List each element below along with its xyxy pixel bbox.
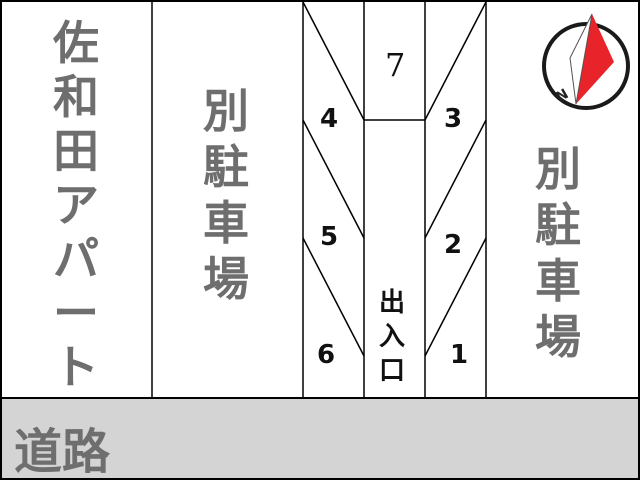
space-2-number: 2 bbox=[444, 230, 463, 260]
separate-parking-left-label: 別 駐 車 場 bbox=[203, 84, 249, 306]
stall-line-right-1 bbox=[424, 1, 487, 121]
space-3-number: 3 bbox=[444, 104, 463, 134]
space-5-number: 5 bbox=[320, 222, 339, 252]
space-4-number: 4 bbox=[320, 104, 339, 134]
stall-line-left-2 bbox=[302, 119, 365, 239]
compass-icon: N bbox=[542, 13, 630, 110]
entrance-label: 出 入 口 bbox=[378, 288, 405, 386]
stall-line-left-3 bbox=[302, 237, 365, 357]
apartment-label: 佐 和 田 ア パ ー ト bbox=[53, 16, 99, 394]
space-6-number: 6 bbox=[317, 340, 336, 370]
stall-line-right-2 bbox=[424, 119, 487, 239]
stall-line-left-1 bbox=[302, 1, 365, 121]
road-label: 道路 bbox=[14, 424, 111, 480]
stall-line-right-3 bbox=[424, 237, 487, 357]
road bbox=[0, 398, 640, 480]
space-7-number: 7 bbox=[385, 46, 406, 84]
separate-parking-right-label: 別 駐 車 場 bbox=[535, 142, 581, 364]
space-1-number: 1 bbox=[450, 340, 469, 370]
